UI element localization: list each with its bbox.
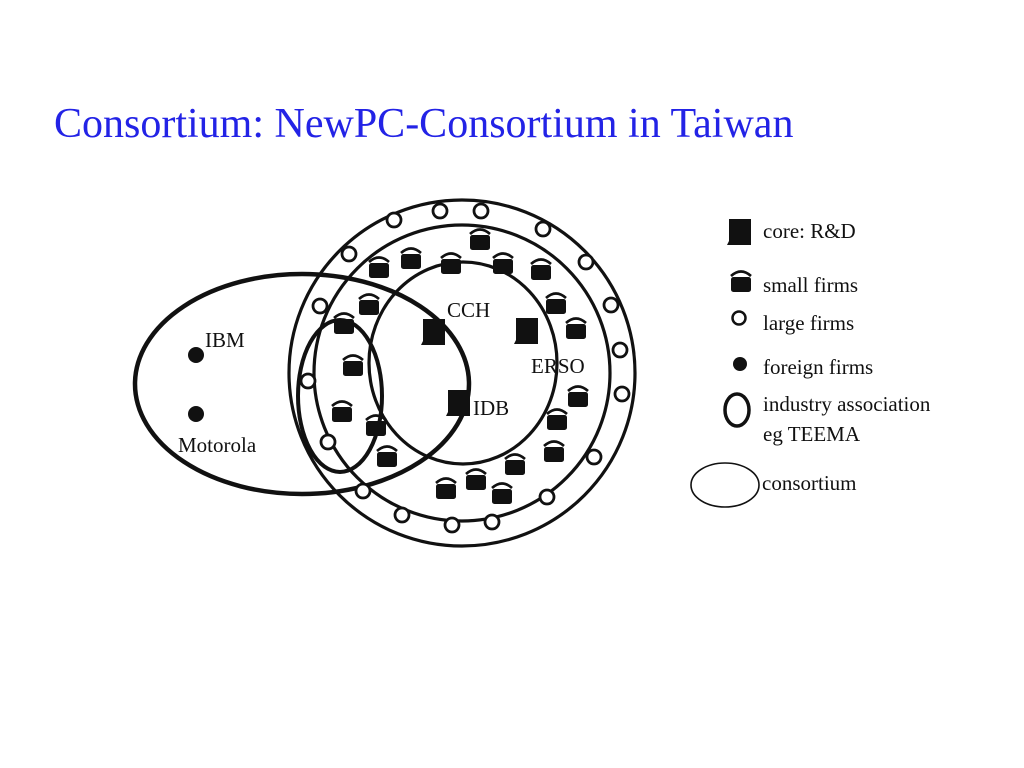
small-firm-icon [729,270,753,294]
small-firm-icon [503,453,527,477]
core-rnd-erso-icon [514,318,538,344]
large-firm-circle [538,488,556,506]
open-circle-icon [731,310,747,326]
small-firm-icon [399,247,423,271]
small-firm-icon [564,317,588,341]
small-firm-icon [364,414,388,438]
large-firm-circle [585,448,603,466]
foreign-firm-motorola-dot [188,406,204,422]
core-square-icon [727,219,751,245]
legend-label-industry-association: industry association [763,392,931,416]
legend: core: R&D small firms large firms foreig… [690,219,931,508]
filled-dot-icon [733,357,747,371]
large-firms-layer [299,202,631,534]
legend-label-small-firms: small firms [763,273,858,297]
legend-label-consortium: consortium [762,471,857,495]
label-cch: CCH [447,298,490,322]
core-consortium-circle [367,260,559,466]
small-firm-icon [434,477,458,501]
small-firm-icon [330,400,354,424]
small-firm-icon [542,440,566,464]
large-firm-circle [299,372,317,390]
thin-ellipse-icon [690,462,760,508]
small-firm-icon [545,408,569,432]
label-erso: ERSO [531,354,585,378]
large-firm-circle [483,513,501,531]
small-firm-icon [464,468,488,492]
small-firm-icon [490,482,514,506]
large-firm-circle [319,433,337,451]
large-firm-circle [613,385,631,403]
foreign-firm-ibm-dot [188,347,204,363]
large-firm-circle [431,202,449,220]
outer-ring-outer [287,198,637,548]
large-firm-circle [393,506,411,524]
label-motorola: Motorola [178,433,257,457]
legend-label-foreign-firms: foreign firms [763,355,873,379]
large-firm-circle [472,202,490,220]
large-firm-circle [611,341,629,359]
small-firm-icon [341,354,365,378]
large-firm-circle [577,253,595,271]
industry-association-oval [296,318,384,474]
small-firm-icon [357,293,381,317]
large-firm-circle [311,297,329,315]
large-firm-circle [443,516,461,534]
small-firm-icon [529,258,553,282]
slide-title: Consortium: NewPC-Consortium in Taiwan [54,101,794,147]
core-rnd-idb-icon [446,390,470,416]
legend-label-industry-association-example: eg TEEMA [763,422,861,446]
small-firm-icon [439,252,463,276]
outer-ring-inner [312,223,612,523]
legend-label-core: core: R&D [763,219,856,243]
small-firm-icon [367,256,391,280]
small-firm-icon [544,292,568,316]
large-firm-circle [385,211,403,229]
large-firm-circle [602,296,620,314]
large-firm-circle [354,482,372,500]
large-firm-circle [340,245,358,263]
small-firm-icon [468,228,492,252]
core-rnd-cch-icon [421,319,445,345]
large-firm-circle [534,220,552,238]
small-firm-icon [332,312,356,336]
small-firm-icon [566,385,590,409]
legend-label-large-firms: large firms [763,311,854,335]
label-idb: IDB [473,396,509,420]
small-firm-icon [375,445,399,469]
small-firm-icon [491,252,515,276]
label-ibm: IBM [205,328,245,352]
thick-oval-icon [723,392,751,428]
consortium-ellipse-foreign [132,271,472,497]
